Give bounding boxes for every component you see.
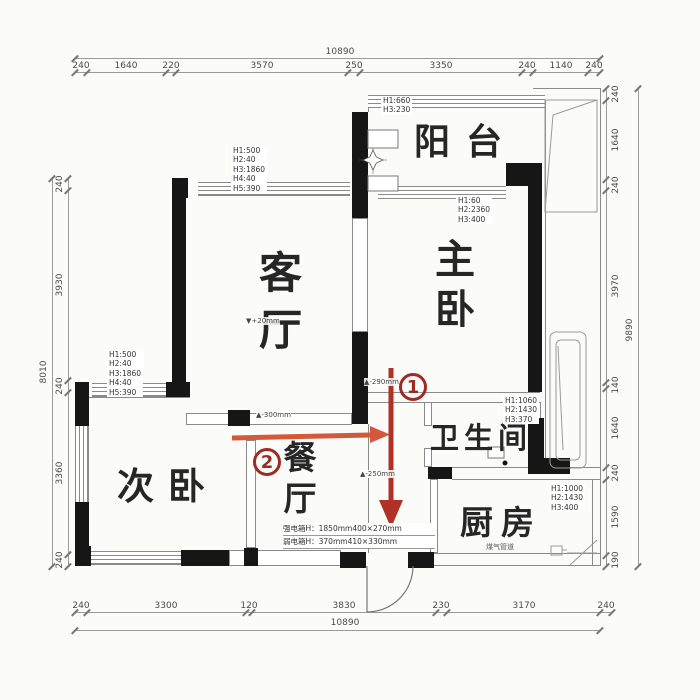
room-label-balcony: 阳台 — [413, 122, 518, 163]
wall-living-hall-window — [352, 218, 368, 332]
dim-top-seg: 3350 — [429, 61, 453, 71]
level-marker-dining-step: ▲-300mm — [256, 411, 291, 419]
wall-bottom-left-corner — [75, 546, 91, 566]
note-strong-electric-box: 强电箱H：1850mm400×270mm — [283, 523, 435, 536]
route-arrow-vertical — [379, 368, 403, 528]
dim-top-seg: 240 — [585, 61, 603, 71]
dim-top-total: 10890 — [325, 47, 355, 57]
dim-rail-right-total — [638, 88, 639, 566]
wall-bath-left-lower — [424, 448, 432, 467]
dim-rail-left-total — [52, 178, 53, 566]
bay-window-fixture — [549, 331, 587, 469]
balcony-cabinet-boxes — [367, 129, 399, 192]
wall-line-corridor-left — [368, 424, 369, 553]
wall-living-top-left-corner — [172, 178, 188, 198]
route-number-2: 2 — [253, 448, 281, 476]
wall-living-step-block — [228, 410, 250, 426]
wall-divider-dining-second — [246, 440, 256, 548]
annotation-kitchen: H1:1000 H2:1430 H3:400 — [549, 484, 586, 513]
wall-second-top-block — [166, 382, 190, 397]
wall-line-bath-top-inner — [368, 402, 540, 403]
wall-bath-left-upper — [424, 402, 432, 426]
dim-rail-right-segs — [606, 88, 607, 566]
room-label-bathroom: 卫生间 — [429, 421, 532, 455]
annotation-master: H1:60 H2:2360 H3:400 — [456, 196, 493, 225]
dim-rail-left-segs — [68, 178, 69, 566]
dim-top-seg: 250 — [345, 61, 363, 71]
wall-living-hall-lower — [352, 332, 368, 424]
level-marker-living: ▼+20mm — [246, 317, 280, 325]
wall-line-kitchen-bottom-1 — [434, 553, 600, 554]
annotation-balcony: H1:660 H3:230 — [381, 96, 413, 115]
dim-bottom-seg: 3170 — [512, 601, 536, 611]
wall-kitchen-left — [430, 479, 438, 553]
dim-top-seg: 1640 — [114, 61, 138, 71]
wall-line-bath-bottom — [452, 467, 540, 468]
wall-left-lower — [75, 502, 89, 548]
dim-rail-top-total — [75, 58, 600, 59]
dim-bottom-seg: 3300 — [154, 601, 178, 611]
dim-bottom-seg: 230 — [432, 601, 450, 611]
entry-door-swing — [366, 565, 414, 613]
wall-line-outer-right — [600, 88, 601, 566]
wall-entry-left-block — [340, 552, 366, 568]
wall-line-kitchen-bottom-2 — [434, 565, 600, 566]
room-label-kitchen: 厨房 — [460, 503, 542, 542]
level-marker-corridor-top: ▲-290mm — [364, 378, 399, 386]
dim-top-seg: 1140 — [549, 61, 573, 71]
wall-master-right — [528, 163, 542, 392]
dim-rail-bottom-total — [75, 630, 600, 631]
dim-top-seg: 240 — [518, 61, 536, 71]
wall-line-kitchen-right-inner — [592, 479, 593, 565]
window-balcony-master — [378, 186, 506, 199]
dim-bottom-seg: 3830 — [332, 601, 356, 611]
dim-bottom-seg: 240 — [72, 601, 90, 611]
light-fixture-star-icon — [359, 146, 387, 174]
wall-living-left — [172, 196, 186, 386]
room-label-dining: 餐厅 — [277, 440, 317, 522]
air-shaft-trapezoid — [544, 99, 598, 213]
wall-line-shaft-left — [545, 100, 546, 467]
wall-living-hall-upper — [352, 112, 368, 218]
window-second-bedroom-bottom — [91, 551, 181, 565]
wall-left-upper — [75, 382, 89, 426]
route-arrow-horizontal — [231, 426, 390, 443]
room-label-master: 主卧 — [428, 238, 474, 338]
dim-rail-bottom-segs — [75, 612, 612, 613]
annotation-second-left: H1:500 H2:40 H3:1860 H4:40 H5:390 — [107, 350, 144, 397]
dim-top-seg: 220 — [162, 61, 180, 71]
dim-bottom-seg: 240 — [597, 601, 615, 611]
wall-line-kitchen-top — [452, 479, 600, 480]
note-gas-pipe: 煤气管道 — [486, 543, 514, 551]
wall-line-second-top-edge — [75, 397, 190, 398]
bathroom-fixtures — [487, 446, 508, 466]
wall-bath-right-l-foot — [528, 458, 570, 474]
wall-entry-right-block — [408, 552, 434, 568]
wall-divider-bottom-cap — [244, 548, 258, 566]
room-label-second-bedroom: 次卧 — [117, 465, 219, 508]
level-marker-corridor-low: ▲-250mm — [360, 470, 395, 478]
dim-top-seg: 3570 — [250, 61, 274, 71]
wall-bottom-mid-block — [181, 550, 229, 566]
wall-line-master-bottom — [368, 392, 540, 393]
dim-bottom-seg: 120 — [240, 601, 258, 611]
dim-top-seg: 240 — [72, 61, 90, 71]
wall-kitchen-top-block — [428, 467, 452, 479]
dim-rail-top-segs — [75, 72, 600, 73]
wall-line-outer-top-right — [533, 88, 600, 89]
dim-bottom-total: 10890 — [330, 618, 360, 628]
annotation-bathroom: H1:1060 H2:1430 H3:370 — [503, 396, 540, 425]
kitchen-corner-detail — [550, 539, 598, 566]
room-label-living: 客厅 — [251, 250, 302, 364]
window-second-bedroom-left — [75, 426, 89, 502]
route-number-1: 1 — [399, 373, 427, 401]
note-weak-electric-box: 弱电箱H：370mm410×330mm — [283, 536, 435, 549]
annotation-living-top: H1:500 H2:40 H3:1860 H4:40 H5:390 — [231, 146, 268, 193]
